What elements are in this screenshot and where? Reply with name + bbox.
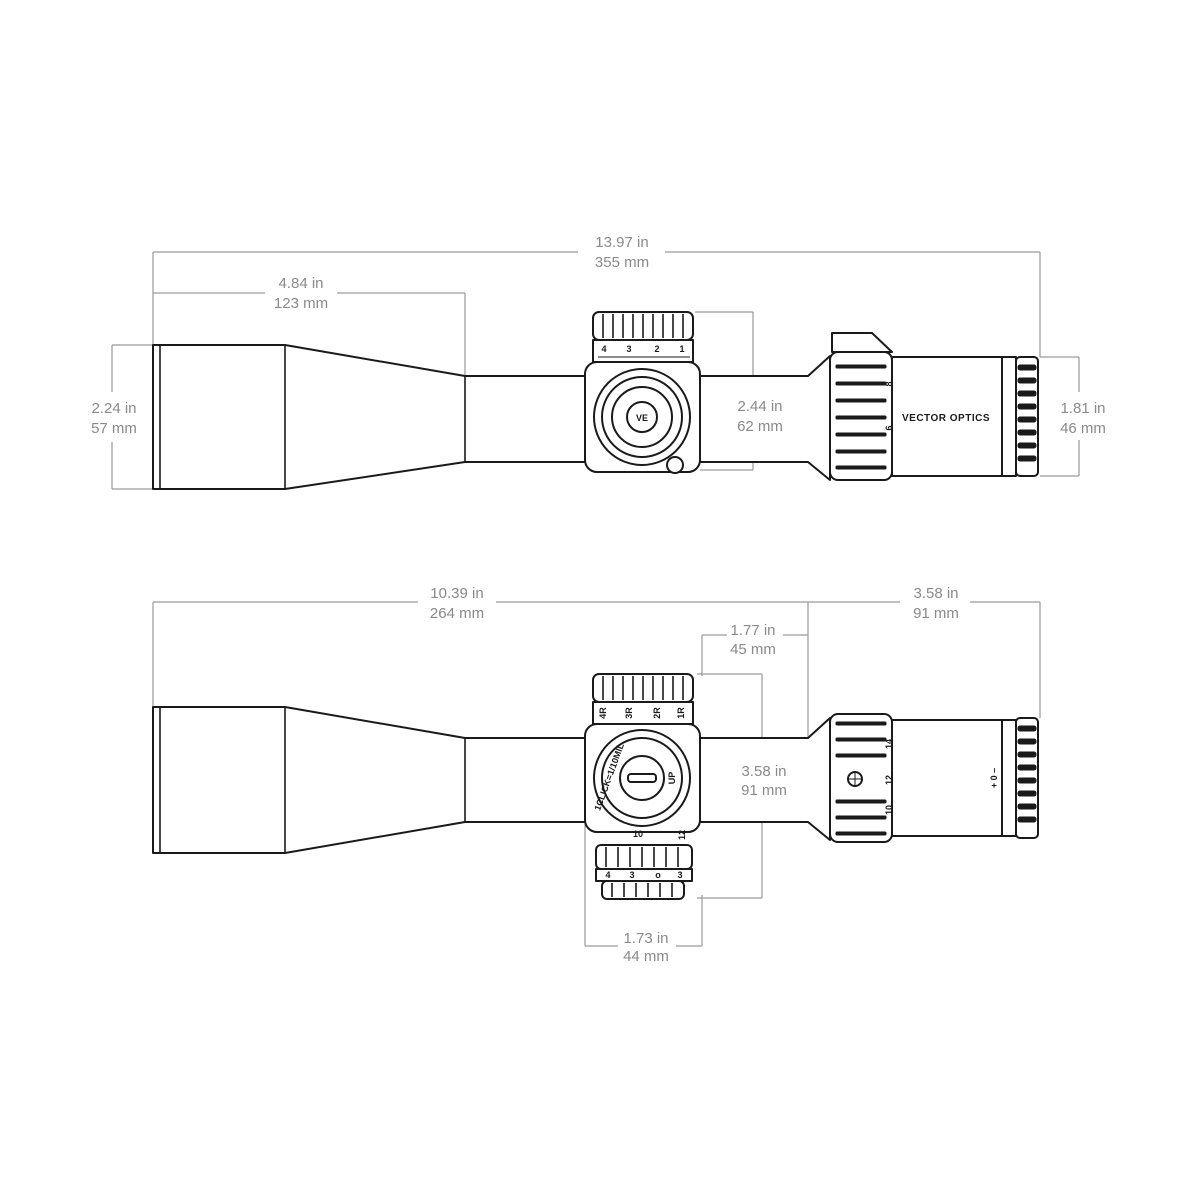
turret-width-in: 1.73 in — [623, 930, 668, 947]
side-turret-mark-4r: 4R — [598, 707, 608, 719]
elevation-knurling — [602, 314, 684, 338]
overall-length-mm: 355 mm — [595, 254, 649, 271]
eyepiece-diameter-mm: 46 mm — [1060, 420, 1106, 437]
up-label: UP — [667, 772, 677, 785]
side-scope-body: 14 12 10 + 0 – — [152, 673, 1039, 900]
coin-slot — [627, 773, 657, 783]
side-mag-mark-14: 14 — [884, 739, 894, 749]
eyepiece-length-mm: 91 mm — [913, 605, 959, 622]
side-turret-height-in: 3.58 in — [741, 763, 786, 780]
side-mag-mark-12: 12 — [884, 775, 894, 785]
top-mag-mark-8: 8 — [884, 381, 894, 386]
objective-to-mount-mm: 264 mm — [430, 605, 484, 622]
top-scope-body: 8 6 VECTOR OPTICS — [152, 311, 1039, 490]
top-view: 8 6 VECTOR OPTICS — [91, 232, 1106, 490]
bell-length-mm: 123 mm — [274, 295, 328, 312]
objective-diameter-mm: 57 mm — [91, 420, 137, 437]
turret-side-mark-10: 10 — [633, 829, 643, 839]
lower-mark-3b: 3 — [677, 870, 682, 880]
eyepiece-diameter-in: 1.81 in — [1060, 400, 1105, 417]
side-turret-mark-3r: 3R — [624, 707, 634, 719]
bell-length-in: 4.84 in — [278, 275, 323, 292]
side-turret-mark-2r: 2R — [652, 707, 662, 719]
lower-turret-knurling — [605, 847, 679, 867]
power-ring-knurling — [835, 364, 887, 470]
side-turret-mark-1r: 1R — [676, 707, 686, 719]
turret-mark-1: 1 — [679, 344, 684, 354]
objective-to-mount-in: 10.39 in — [430, 585, 483, 602]
brand-logo-text: VECTOR OPTICS — [902, 413, 990, 424]
parallax-knob — [666, 456, 684, 474]
ve-logo-badge — [626, 401, 658, 433]
turret-to-mount-mm: 45 mm — [730, 641, 776, 658]
turret-mark-3: 3 — [626, 344, 631, 354]
lower-mark-3a: 3 — [629, 870, 634, 880]
turret-mark-2: 2 — [654, 344, 659, 354]
lower-mark-4: 4 — [605, 870, 610, 880]
lower-turret-knob — [601, 880, 685, 900]
side-turret-height-mm: 91 mm — [741, 782, 787, 799]
side-power-ring-knurling — [835, 721, 887, 836]
eyepiece-length-in: 3.58 in — [913, 585, 958, 602]
overall-length-in: 13.97 in — [595, 234, 648, 251]
side-view: 14 12 10 + 0 – — [152, 585, 1041, 965]
eyepiece-knurling — [1017, 364, 1037, 462]
turret-width-mm: 44 mm — [623, 948, 669, 965]
lower-mark-o: o — [655, 870, 661, 880]
ve-logo-text: VE — [636, 413, 648, 423]
side-dimension-labels: 10.39 in 264 mm 3.58 in 91 mm 1.77 in 45… — [430, 585, 959, 965]
side-elevation-knurling — [602, 676, 684, 700]
turret-height-in: 2.44 in — [737, 398, 782, 415]
top-dimension-labels: 13.97 in 355 mm 4.84 in 123 mm 2.24 in 5… — [91, 232, 1106, 437]
turret-mark-4: 4 — [601, 344, 606, 354]
throw-lever — [831, 332, 893, 353]
turret-side-mark-12: 12 — [677, 830, 687, 840]
turret-to-mount-in: 1.77 in — [730, 622, 775, 639]
turret-height-mm: 62 mm — [737, 418, 783, 435]
objective-diameter-in: 2.24 in — [91, 400, 136, 417]
side-mag-mark-10: 10 — [884, 805, 894, 815]
side-eyepiece-knurling — [1017, 725, 1037, 823]
lower-knob-knurling — [611, 883, 673, 897]
top-mag-mark-6: 6 — [884, 425, 894, 430]
diopter-label: + 0 – — [989, 768, 999, 788]
